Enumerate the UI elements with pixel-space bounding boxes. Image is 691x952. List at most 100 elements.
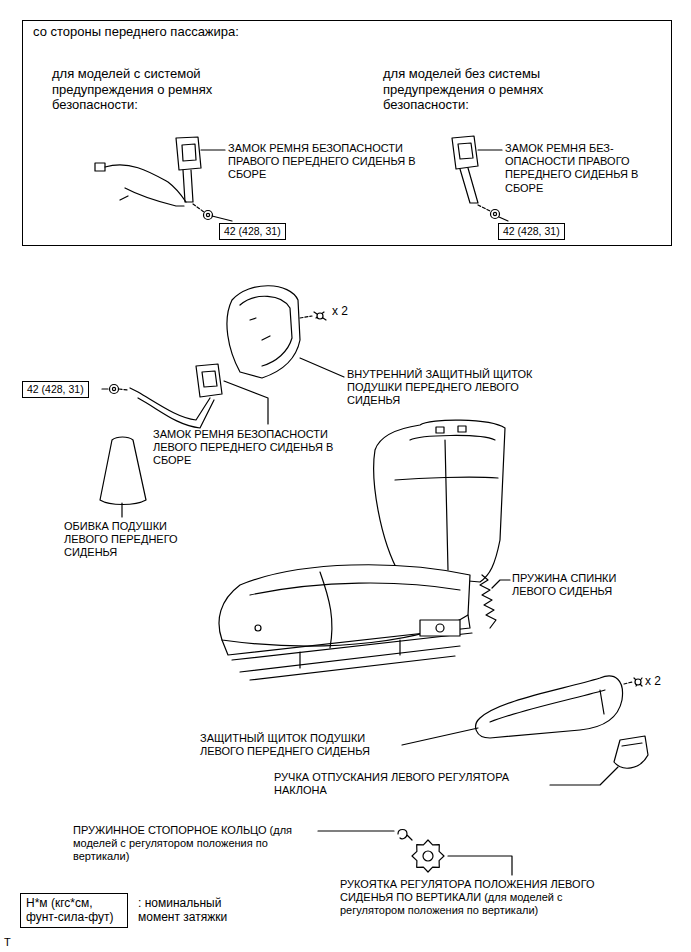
inner-shield-part [300,316,312,318]
right-buckle-with-harness-part [204,211,213,220]
right-buckle [452,136,500,219]
snap-ring-part [398,830,412,841]
release-handle-part [614,736,648,768]
outer-shield-part [490,690,605,722]
seat-part [458,426,466,432]
right-buckle-with-harness [95,137,213,220]
leader-line-part [478,149,502,150]
snap-ring [318,830,412,841]
outer-shield-part [600,690,604,714]
outer-shield-part [634,678,642,686]
back-spring [480,575,510,628]
box-text: 42 (428, 31) [503,225,560,238]
figure-code: T [4,936,11,949]
inner-shield-part [300,358,344,377]
right-buckle-part [460,168,478,203]
torque-box: 42 (428, 31) [22,381,89,398]
left-buckle [102,364,268,428]
left-buckle-part [102,388,108,389]
right-buckle-part [478,205,490,211]
right-buckle-with-harness-part [125,188,184,206]
part-name: ОБИВКА ПОДУШКИ ЛЕВОГО ПЕРЕДНЕГО СИДЕНЬЯ [64,520,204,560]
right-buckle-with-harness-part [183,170,193,202]
inner-shield-part [240,296,292,366]
quantity: x 2 [332,304,348,318]
cushion-trim-part [121,503,122,517]
seat [219,420,505,680]
quantity: x 2 [645,674,661,688]
inner-shield-part [227,286,300,378]
right-buckle-with-harness-part [193,204,204,212]
variant-note: для моделей без системы предупреждения о… [383,66,583,113]
left-buckle-part [202,371,217,387]
left-buckle-part [112,387,115,390]
outer-shield [402,676,642,745]
lifter-knob [412,840,512,875]
part-name: РУКОЯТКА РЕГУЛЯТОРА ПОЛОЖЕНИЯ ЛЕВОГО СИД… [340,878,630,918]
snap-ring-part [318,830,394,831]
left-buckle-part [138,398,214,428]
seat-part [445,440,448,570]
leader-line-part [212,216,232,221]
part-name: ЗАЩИТНЫЙ ЩИТОК ПОДУШКИ ЛЕВОГО ПЕРЕДНЕГО … [200,732,400,758]
right-buckle-part [491,210,500,219]
outer-shield-part [624,682,632,684]
seat-part [232,633,472,660]
lifter-knob-part [412,840,444,872]
part-name: ПРУЖИННОЕ СТОПОРНОЕ КОЛЬЦО (для моделей … [73,824,313,864]
leader-line-part [499,217,508,221]
outer-shield-part [402,728,478,745]
cushion-trim [100,437,146,517]
leader-line [201,150,232,221]
part-name: ЗАМОК РЕМНЯ БЕЗ- ОПАСНОСТИ ПРАВОГО ПЕРЕД… [505,142,665,195]
variant-frame: со стороны переднего пассажира:42 (428, … [22,20,672,246]
right-buckle-with-harness-part [182,144,196,161]
seat-part [250,656,455,680]
legend-description: : номинальный момент затяжки [138,896,248,925]
lifter-knob-part [448,856,512,875]
torque-box: 42 (428, 31) [498,223,565,240]
inner-shield-part [250,318,270,340]
seat-part [250,583,460,595]
seat-part [255,625,261,631]
part-name: ЗАМОК РЕМНЯ БЕЗОПАСНОСТИ ПРАВОГО ПЕРЕДНЕ… [228,142,418,182]
lifter-knob-part [423,851,433,861]
variant-note: для моделей с системой предупреждения о … [52,66,252,113]
back-spring-part [480,575,496,628]
inner-shield-part [317,313,323,319]
leader-line-part [201,149,225,150]
seat-part [436,427,444,433]
seat-part [420,620,460,636]
left-buckle-part [224,381,268,424]
seat-part [374,420,505,582]
part-name: ПРУЖИНА СПИНКИ ЛЕВОГО СИДЕНЬЯ [512,572,642,598]
right-buckle-with-harness-part [95,163,105,171]
release-handle [550,736,648,785]
seat-part [410,435,495,440]
inner-shield [227,286,344,378]
cushion-trim-part [100,437,146,505]
box-text: 42 (428, 31) [27,383,84,396]
outer-shield-part [476,676,623,738]
right-buckle-part [458,143,473,159]
release-handle-part [622,743,642,746]
right-buckle-with-harness-part [120,196,128,200]
part-name: ЗАМОК РЕМНЯ БЕЗОПАСНОСТИ ЛЕВОГО ПЕРЕДНЕГ… [153,428,339,468]
right-buckle-with-harness-part [176,137,201,170]
seat-part [300,640,400,668]
release-handle-part [550,767,618,785]
seat-part [436,624,444,632]
box-text: Н*м (кгс*см, фунт-сила-фут) [26,896,122,925]
seat-part [219,565,470,646]
back-spring-part [492,580,510,588]
torque-box: 42 (428, 31) [219,223,286,240]
part-name: ВНУТРЕННИЙ ЗАЩИТНЫЙ ЩИТОК ПОДУШКИ ПЕРЕДН… [347,368,552,408]
left-buckle-part [119,389,128,390]
right-buckle-part [452,136,478,169]
left-buckle-part [130,388,210,420]
outer-shield-part [635,679,641,685]
unit-legend-box: Н*м (кгс*см, фунт-сила-фут) [20,893,128,928]
seat-part [320,572,332,648]
leader-line [478,150,508,221]
left-buckle-part [196,364,222,397]
